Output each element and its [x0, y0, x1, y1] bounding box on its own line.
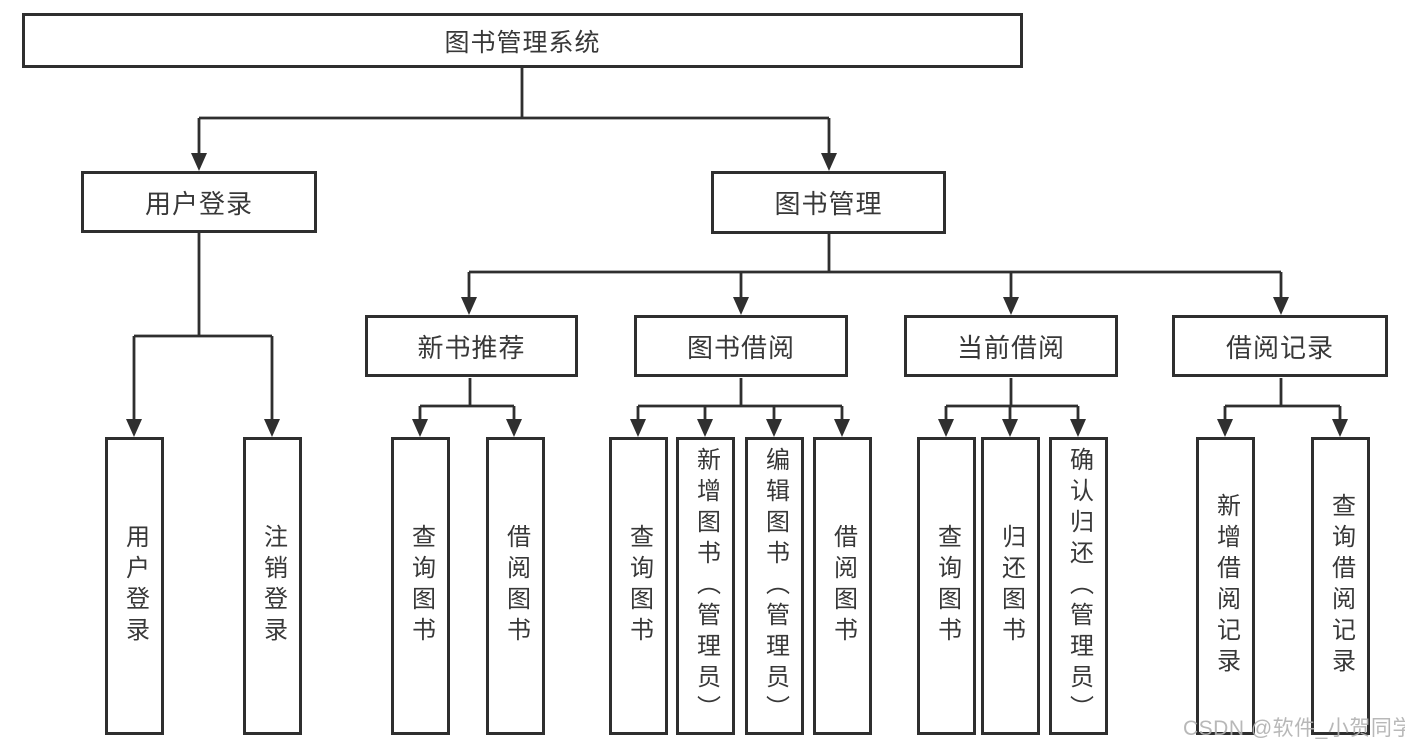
- node-leaf-search-borrow-record: 查询借阅记录: [1311, 437, 1370, 735]
- watermark: CSDN @软件_小贺同学: [1183, 717, 1405, 740]
- node-leaf-user-login: 用户登录: [105, 437, 164, 735]
- node-leaf-search-books-borrowing-label: 查询图书: [625, 524, 653, 648]
- node-leaf-add-books-admin-label: 新增图书（管理员）: [692, 446, 720, 726]
- node-book-management: 图书管理: [711, 171, 946, 234]
- node-leaf-borrow-books: 借阅图书: [813, 437, 872, 735]
- node-current-borrowing: 当前借阅: [904, 315, 1118, 377]
- node-leaf-borrow-books-recommend-label: 借阅图书: [502, 524, 530, 648]
- node-root-label: 图书管理系统: [444, 28, 601, 57]
- node-leaf-search-books-current: 查询图书: [917, 437, 976, 735]
- node-book-borrowing: 图书借阅: [634, 315, 848, 377]
- node-leaf-confirm-return-admin-label: 确认归还（管理员）: [1065, 446, 1093, 726]
- node-new-book-recommend: 新书推荐: [365, 315, 578, 377]
- node-leaf-return-books: 归还图书: [981, 437, 1040, 735]
- node-user-login: 用户登录: [81, 171, 317, 233]
- node-borrow-records: 借阅记录: [1172, 315, 1388, 377]
- node-leaf-search-books-recommend: 查询图书: [391, 437, 450, 735]
- node-book-management-label: 图书管理: [774, 189, 883, 219]
- node-leaf-search-books-recommend-label: 查询图书: [407, 524, 435, 648]
- node-leaf-search-books-current-label: 查询图书: [933, 524, 961, 648]
- node-leaf-confirm-return-admin: 确认归还（管理员）: [1049, 437, 1108, 735]
- node-leaf-search-books-borrowing: 查询图书: [609, 437, 668, 735]
- node-leaf-add-books-admin: 新增图书（管理员）: [676, 437, 735, 735]
- node-leaf-borrow-books-label: 借阅图书: [829, 524, 857, 648]
- node-leaf-user-login-label: 用户登录: [121, 524, 149, 648]
- node-leaf-edit-books-admin: 编辑图书（管理员）: [745, 437, 804, 735]
- node-leaf-return-books-label: 归还图书: [997, 524, 1025, 648]
- node-leaf-logout-label: 注销登录: [259, 524, 287, 648]
- node-book-borrowing-label: 图书借阅: [686, 332, 795, 363]
- node-leaf-add-borrow-record-label: 新增借阅记录: [1212, 493, 1240, 679]
- node-leaf-edit-books-admin-label: 编辑图书（管理员）: [761, 446, 789, 726]
- node-borrow-records-label: 借阅记录: [1225, 332, 1334, 363]
- node-root: 图书管理系统: [22, 13, 1023, 68]
- node-current-borrowing-label: 当前借阅: [956, 332, 1065, 363]
- node-leaf-add-borrow-record: 新增借阅记录: [1196, 437, 1255, 735]
- node-leaf-search-borrow-record-label: 查询借阅记录: [1327, 493, 1355, 679]
- node-leaf-logout: 注销登录: [243, 437, 302, 735]
- node-new-book-recommend-label: 新书推荐: [417, 332, 526, 363]
- node-user-login-label: 用户登录: [144, 188, 253, 219]
- node-leaf-borrow-books-recommend: 借阅图书: [486, 437, 545, 735]
